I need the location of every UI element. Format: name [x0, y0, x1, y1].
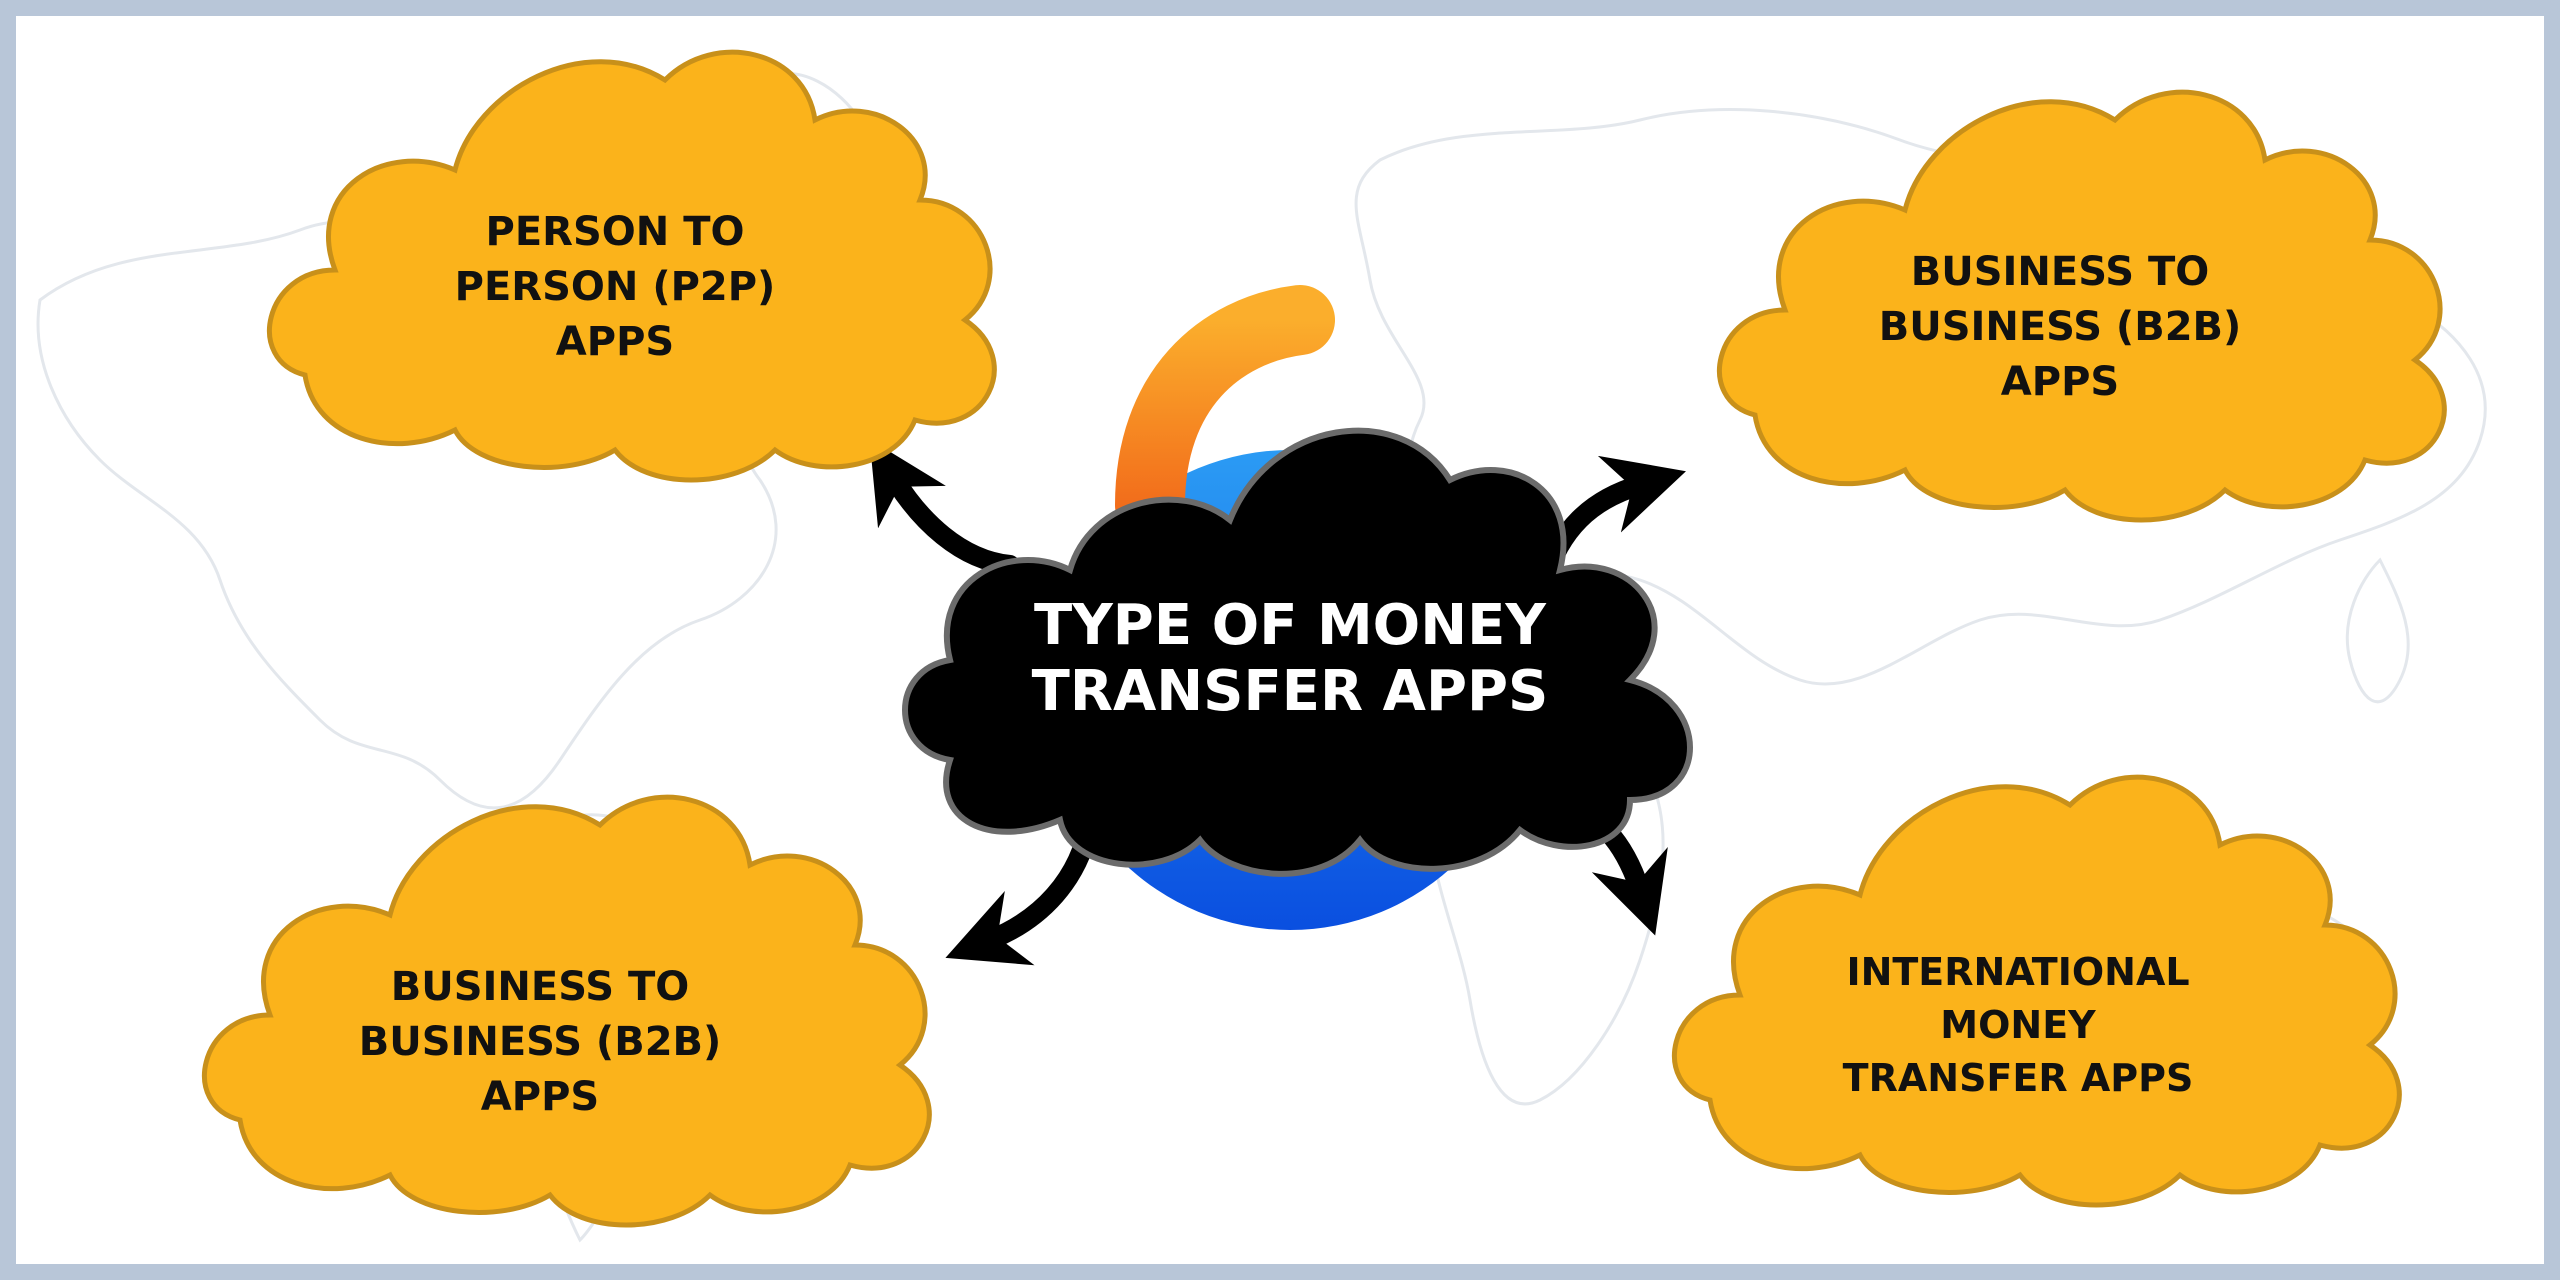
node-b2b-bottom-line-2: BUSINESS (B2B) — [359, 1019, 722, 1065]
arrow-to-p2p — [869, 439, 1020, 575]
node-international-line-2: MONEY — [1940, 1003, 2096, 1047]
node-international: INTERNATIONAL MONEY TRANSFER APPS — [1671, 774, 2402, 1208]
node-b2b-bottom-line-3: APPS — [481, 1074, 599, 1120]
cloud-shape — [266, 49, 997, 483]
node-p2p: PERSON TO PERSON (P2P) APPS — [266, 49, 997, 483]
node-b2b-top-line-2: BUSINESS (B2B) — [1879, 304, 2242, 350]
center-title-line-1: TYPE OF MONEY — [1034, 593, 1547, 658]
cloud-shape — [1671, 774, 2402, 1208]
node-international-line-3: TRANSFER APPS — [1843, 1056, 2194, 1100]
node-b2b-bottom: BUSINESS TO BUSINESS (B2B) APPS — [201, 794, 932, 1228]
node-international-line-1: INTERNATIONAL — [1846, 950, 2189, 994]
node-p2p-line-2: PERSON (P2P) — [455, 264, 776, 310]
center-title-line-2: TRANSFER APPS — [1032, 659, 1549, 724]
orange-arc — [1115, 285, 1335, 540]
node-p2p-line-3: APPS — [556, 319, 674, 365]
node-b2b-bottom-line-1: BUSINESS TO — [391, 964, 690, 1010]
cloud-shape — [201, 794, 932, 1228]
node-b2b-top: BUSINESS TO BUSINESS (B2B) APPS — [1716, 89, 2447, 523]
node-b2b-top-line-3: APPS — [2001, 359, 2119, 405]
node-b2b-top-line-1: BUSINESS TO — [1911, 249, 2210, 295]
center-cloud: TYPE OF MONEY TRANSFER APPS — [902, 427, 1693, 877]
node-p2p-line-1: PERSON TO — [486, 209, 745, 255]
center-cloud-shape — [902, 427, 1693, 877]
cloud-shape — [1716, 89, 2447, 523]
